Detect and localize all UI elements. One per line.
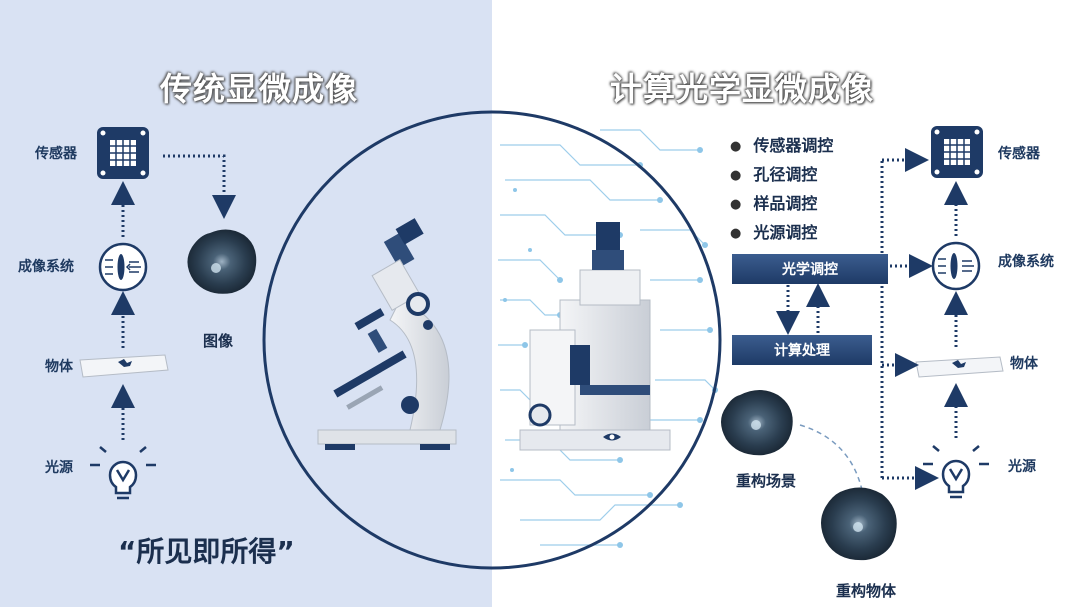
right-slide-icon [915,356,1004,378]
right-title: 计算光学显微成像 [610,70,875,108]
slide-icon [79,354,169,378]
right-imaging-label: 成像系统 [998,254,1054,270]
control-item: 样品调控 [730,189,833,218]
reconstructed-object-image [821,487,897,561]
left-arrows [111,154,236,440]
light-bulb-icon [90,446,156,500]
right-sensor-icon [931,126,983,178]
traditional-microscope [317,218,457,450]
right-sensor-label: 传感器 [998,146,1040,162]
right-lens-icon [931,241,981,291]
control-item: 孔径调控 [730,160,833,189]
control-item: 光源调控 [730,218,833,247]
image-label: 图像 [203,332,234,350]
left-light-label: 光源 [45,460,73,476]
central-circle [262,110,722,570]
reconstructed-scene-label: 重构场景 [736,472,797,490]
control-list: 传感器调控 孔径调控 样品调控 光源调控 [730,131,833,247]
control-arrows [776,148,939,490]
link-dashed-line [799,424,863,491]
sensor-icon [97,127,149,179]
optical-control-box: 光学调控 [732,254,888,284]
left-imaging-label: 成像系统 [18,259,74,275]
compute-processing-box: 计算处理 [732,335,872,365]
left-sensor-label: 传感器 [35,146,77,162]
reconstructed-scene-image [721,390,793,456]
right-light-bulb-icon [923,445,989,499]
right-object-label: 物体 [1010,356,1038,372]
observed-image [187,229,257,294]
quote-text: “所见即所得” [118,535,295,568]
right-light-label: 光源 [1008,459,1036,475]
lens-icon [98,242,148,292]
control-item: 传感器调控 [730,131,833,160]
computational-microscope [519,222,671,451]
left-object-label: 物体 [45,359,73,375]
reconstructed-object-label: 重构物体 [836,582,897,600]
left-title: 传统显微成像 [160,70,359,108]
